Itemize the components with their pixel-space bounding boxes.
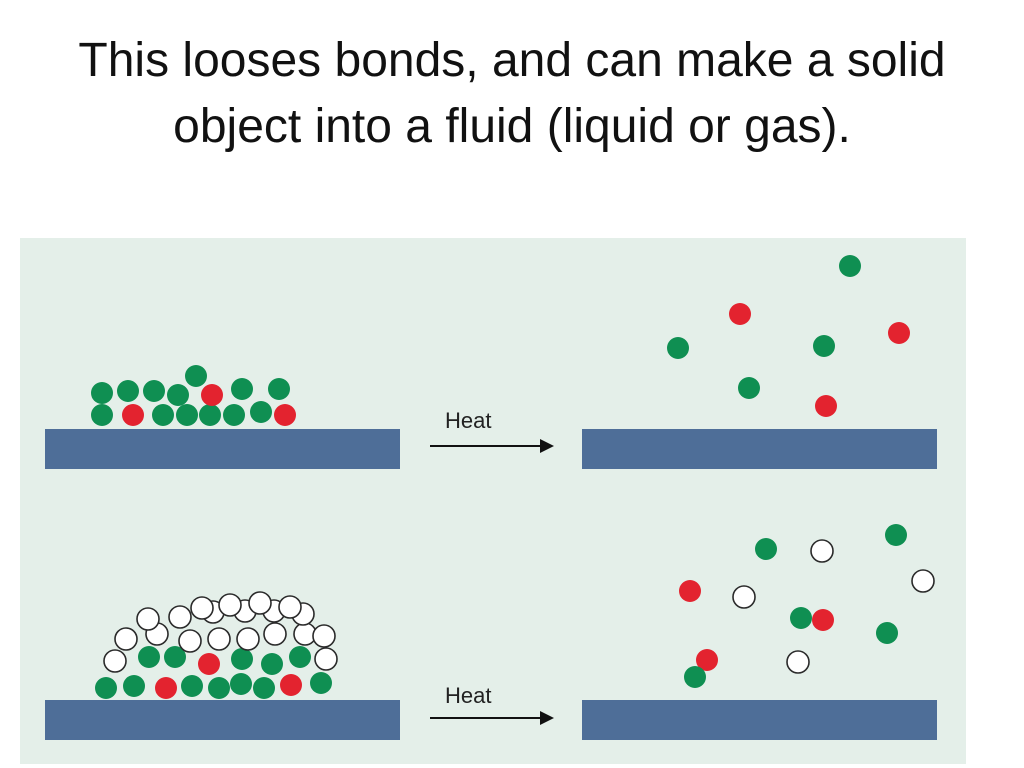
- particle-white: [314, 647, 338, 671]
- slide-title: This looses bonds, and can make a solid …: [78, 34, 946, 153]
- particle-green: [253, 677, 275, 699]
- particle-green: [667, 337, 689, 359]
- particles-row2-before: [95, 591, 338, 699]
- particle-white: [786, 650, 810, 674]
- particles-row1-after: [667, 255, 910, 417]
- particle-red: [679, 580, 701, 602]
- heat-diagram: Heat Heat: [20, 238, 966, 764]
- particle-green: [152, 404, 174, 426]
- particle-white: [168, 605, 192, 629]
- particle-green: [813, 335, 835, 357]
- particle-red: [696, 649, 718, 671]
- particle-white: [136, 607, 160, 631]
- particle-green: [268, 378, 290, 400]
- particle-white: [810, 539, 834, 563]
- particle-green: [684, 666, 706, 688]
- particle-green: [261, 653, 283, 675]
- particle-green: [230, 673, 252, 695]
- heat-label-row1: Heat: [445, 408, 491, 433]
- particle-green: [181, 675, 203, 697]
- particle-white: [207, 627, 231, 651]
- particle-red: [155, 677, 177, 699]
- heat-label-row2: Heat: [445, 683, 491, 708]
- particles-row2-after: [679, 524, 935, 688]
- particle-green: [95, 677, 117, 699]
- particle-green: [167, 384, 189, 406]
- surface-row2-after: [582, 700, 937, 740]
- particle-red: [274, 404, 296, 426]
- particle-green: [839, 255, 861, 277]
- particle-white: [190, 596, 214, 620]
- particle-green: [885, 524, 907, 546]
- particle-white: [103, 649, 127, 673]
- particle-red: [815, 395, 837, 417]
- particle-white: [263, 622, 287, 646]
- particle-green: [223, 404, 245, 426]
- particle-white: [312, 624, 336, 648]
- particle-white: [278, 595, 302, 619]
- particle-red: [280, 674, 302, 696]
- particle-red: [888, 322, 910, 344]
- particle-green: [185, 365, 207, 387]
- particle-green: [138, 646, 160, 668]
- particle-white: [732, 585, 756, 609]
- particle-green: [91, 382, 113, 404]
- arrow-row1: [430, 439, 554, 453]
- particle-green: [208, 677, 230, 699]
- particle-white: [248, 591, 272, 615]
- surface-row1-before: [45, 429, 400, 469]
- particle-green: [91, 404, 113, 426]
- particle-green: [289, 646, 311, 668]
- particle-green: [755, 538, 777, 560]
- diagram-background: [20, 238, 966, 764]
- row-2: Heat: [45, 524, 937, 740]
- heat-diagram-svg: Heat Heat: [20, 238, 966, 764]
- particle-green: [117, 380, 139, 402]
- particle-white: [178, 629, 202, 653]
- particle-green: [310, 672, 332, 694]
- particle-green: [199, 404, 221, 426]
- surface-row2-before: [45, 700, 400, 740]
- particle-green: [790, 607, 812, 629]
- particle-red: [812, 609, 834, 631]
- particle-white: [911, 569, 935, 593]
- particle-white: [236, 627, 260, 651]
- particle-green: [164, 646, 186, 668]
- particle-green: [123, 675, 145, 697]
- particle-red: [198, 653, 220, 675]
- particle-green: [231, 378, 253, 400]
- particle-white: [114, 627, 138, 651]
- particle-red: [729, 303, 751, 325]
- particle-green: [738, 377, 760, 399]
- particle-red: [122, 404, 144, 426]
- particle-green: [876, 622, 898, 644]
- particle-red: [201, 384, 223, 406]
- particle-green: [143, 380, 165, 402]
- particle-green: [250, 401, 272, 423]
- row-1: Heat: [45, 255, 937, 469]
- particle-green: [231, 648, 253, 670]
- particle-green: [176, 404, 198, 426]
- surface-row1-after: [582, 429, 937, 469]
- particle-white: [218, 593, 242, 617]
- particles-row1-before: [91, 365, 296, 426]
- arrow-row2: [430, 711, 554, 725]
